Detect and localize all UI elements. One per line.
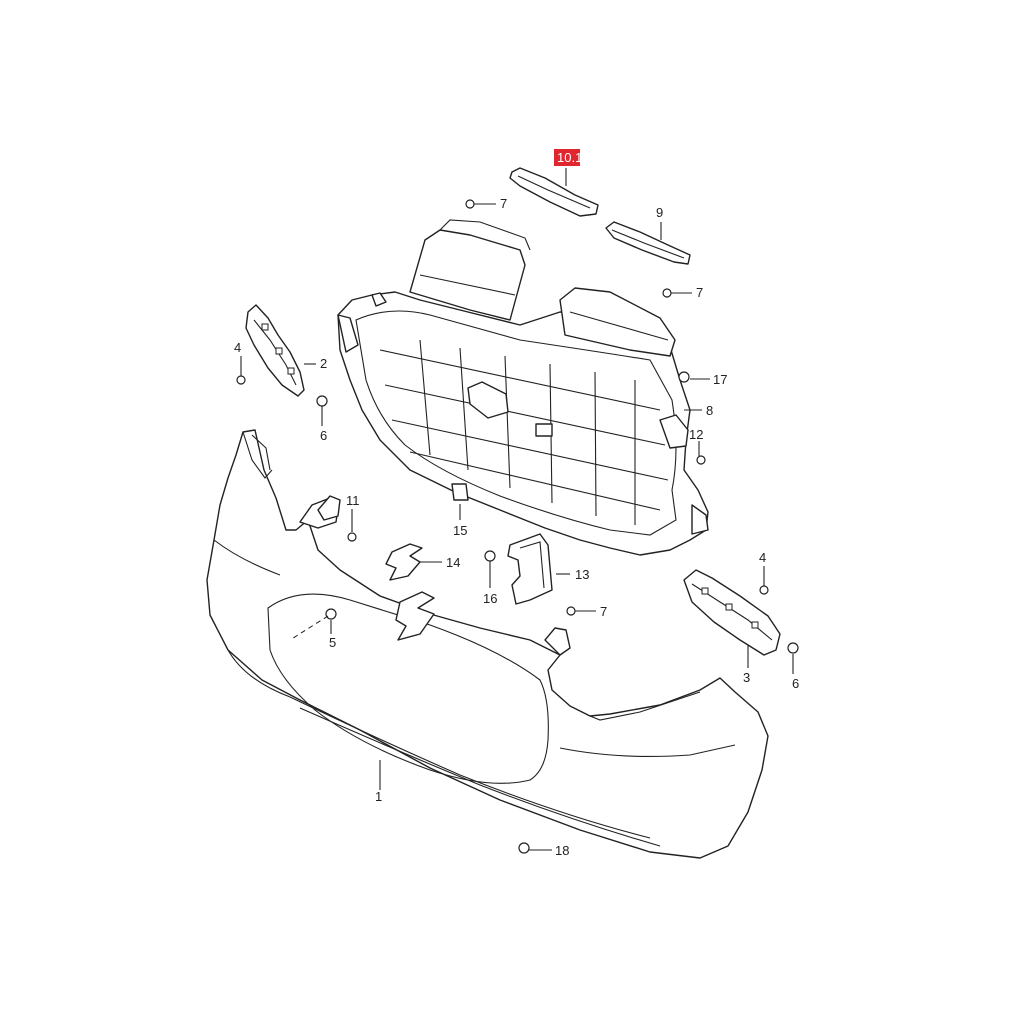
callout-15[interactable]: 15 <box>453 523 467 538</box>
callout-7-right[interactable]: 7 <box>696 285 703 300</box>
nut-6-left[interactable] <box>316 395 328 407</box>
callout-11[interactable]: 11 <box>346 493 360 508</box>
clip-17[interactable] <box>678 371 690 383</box>
nut-6-right[interactable] <box>787 642 799 654</box>
callout-6-right[interactable]: 6 <box>792 676 799 691</box>
part-moulding-9[interactable] <box>605 221 691 265</box>
callout-labels: 1 2 3 4 4 5 6 6 7 7 7 8 9 10.1 11 12 13 … <box>234 149 799 858</box>
callout-9[interactable]: 9 <box>656 205 663 220</box>
callout-8[interactable]: 8 <box>706 403 713 418</box>
clip-18[interactable] <box>518 842 530 854</box>
leader-lines <box>240 168 794 851</box>
callout-12[interactable]: 12 <box>689 427 703 442</box>
part-right-bracket[interactable] <box>683 569 781 656</box>
callout-2[interactable]: 2 <box>320 356 327 371</box>
screw-11[interactable] <box>347 532 357 542</box>
screw-5[interactable] <box>325 608 337 620</box>
screw-7-right[interactable] <box>662 288 672 298</box>
callout-10-1[interactable]: 10.1 <box>557 150 582 165</box>
part-center-stay[interactable] <box>507 533 553 605</box>
screw-4-left[interactable] <box>236 375 246 385</box>
screw-7-top[interactable] <box>465 199 475 209</box>
part-retainer[interactable] <box>317 495 341 521</box>
part-emblem[interactable] <box>385 543 423 581</box>
part-upper-moulding-10-1[interactable] <box>509 167 599 217</box>
callout-1[interactable]: 1 <box>375 789 382 804</box>
callout-14[interactable]: 14 <box>446 555 460 570</box>
screw-4-right[interactable] <box>759 585 769 595</box>
screw-16[interactable] <box>484 550 496 562</box>
part-left-bracket[interactable] <box>245 304 305 397</box>
callout-5[interactable]: 5 <box>329 635 336 650</box>
callout-3[interactable]: 3 <box>743 670 750 685</box>
part-clip[interactable] <box>451 483 469 501</box>
callout-16[interactable]: 16 <box>483 591 497 606</box>
callout-6-left[interactable]: 6 <box>320 428 327 443</box>
callout-7-lower[interactable]: 7 <box>600 604 607 619</box>
callout-13[interactable]: 13 <box>575 567 589 582</box>
callout-4-left[interactable]: 4 <box>234 340 241 355</box>
callout-18[interactable]: 18 <box>555 843 569 858</box>
callout-4-right[interactable]: 4 <box>759 550 766 565</box>
callout-10-1-highlight <box>554 149 580 166</box>
callout-7-top[interactable]: 7 <box>500 196 507 211</box>
part-grille-frame[interactable] <box>337 219 709 556</box>
screw-12[interactable] <box>696 455 706 465</box>
screw-7-lower[interactable] <box>566 606 576 616</box>
callout-17[interactable]: 17 <box>713 372 727 387</box>
